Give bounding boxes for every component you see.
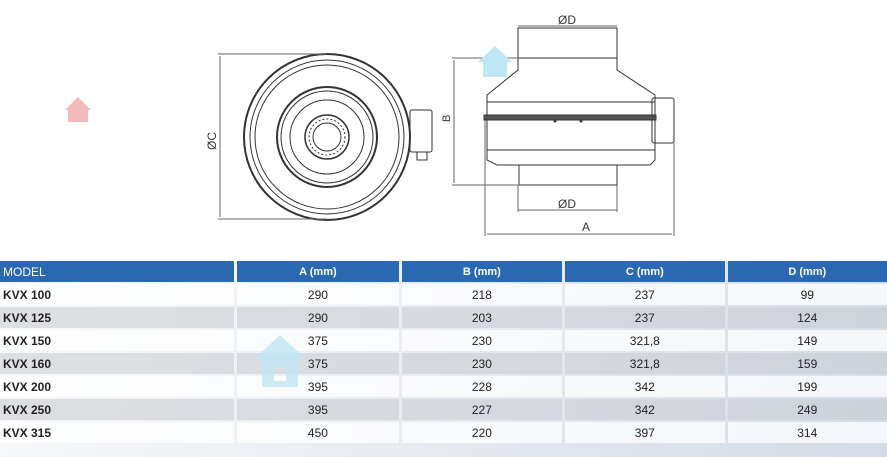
cell-a: 290	[237, 307, 399, 328]
header-c: C (mm)	[565, 261, 725, 282]
dimensions-table: MODEL A (mm) B (mm) C (mm) D (mm) KVX 10…	[0, 261, 887, 457]
dimension-d-bottom-label: ØD	[558, 197, 576, 211]
cell-a: 290	[237, 284, 399, 305]
table-header: MODEL A (mm) B (mm) C (mm) D (mm)	[0, 261, 887, 282]
watermark-house-red-icon	[65, 97, 91, 122]
watermark-house-icon-table	[254, 335, 306, 387]
cell-model: KVX 125	[0, 307, 235, 328]
dimension-c-label: ØC	[205, 132, 219, 150]
front-view	[243, 53, 433, 221]
fan-technical-drawing: ØC ØD ØD B A	[65, 13, 675, 236]
cell-c: 342	[565, 376, 725, 397]
header-a: A (mm)	[237, 261, 399, 282]
cell-d: 199	[727, 376, 887, 397]
dimension-d-top-label: ØD	[558, 13, 576, 27]
cell-c: 237	[565, 307, 725, 328]
cell-model: KVX 315	[0, 422, 235, 443]
cell-b: 230	[401, 330, 563, 351]
header-b: B (mm)	[401, 261, 563, 282]
dimension-b-label: B	[441, 115, 453, 122]
cell-d: 314	[727, 422, 887, 443]
cell-a: 395	[237, 399, 399, 420]
dimension-a-label: A	[582, 220, 590, 234]
cell-b: 220	[401, 422, 563, 443]
side-view	[483, 27, 675, 186]
cell-b: 218	[401, 284, 563, 305]
cell-d: 249	[727, 399, 887, 420]
header-model: MODEL	[0, 261, 235, 282]
cell-model: KVX 160	[0, 353, 235, 374]
header-d: D (mm)	[727, 261, 887, 282]
cell-model: KVX 250	[0, 399, 235, 420]
cell-b: 230	[401, 353, 563, 374]
cell-d: 99	[727, 284, 887, 305]
dimension-c: ØC	[205, 53, 327, 220]
cell-c: 342	[565, 399, 725, 420]
cell-b: 228	[401, 376, 563, 397]
cell-d: 159	[727, 353, 887, 374]
cell-b: 227	[401, 399, 563, 420]
cell-d: 124	[727, 307, 887, 328]
cell-a: 450	[237, 422, 399, 443]
cell-model: KVX 150	[0, 330, 235, 351]
cell-c: 321,8	[565, 330, 725, 351]
cell-c: 237	[565, 284, 725, 305]
cell-d: 149	[727, 330, 887, 351]
cell-c: 397	[565, 422, 725, 443]
watermark-house-icon	[478, 46, 512, 77]
cell-b: 203	[401, 307, 563, 328]
cell-c: 321,8	[565, 353, 725, 374]
cell-model: KVX 200	[0, 376, 235, 397]
cell-model: KVX 100	[0, 284, 235, 305]
